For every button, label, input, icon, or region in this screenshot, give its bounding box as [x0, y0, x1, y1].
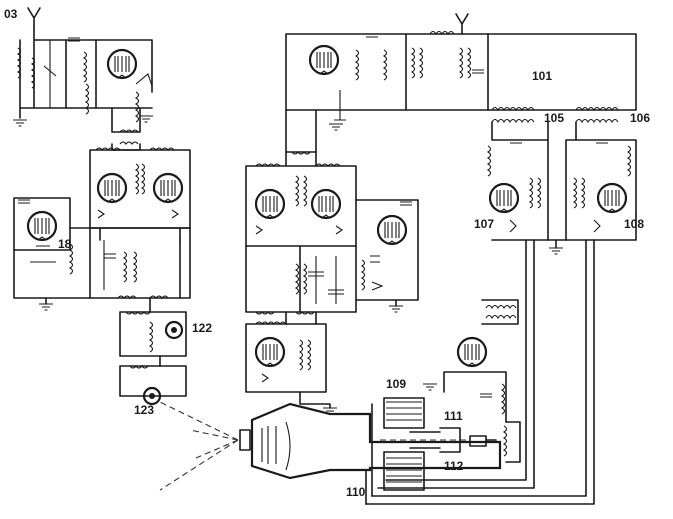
label-108: 108 [624, 217, 645, 231]
generator-122-circuit [119, 311, 187, 357]
generator-123-circuit [119, 365, 187, 406]
deflection-amplifier-107-108 [487, 121, 637, 255]
central-receiver-circuit [285, 13, 489, 155]
left-amplifier-circuit [13, 147, 191, 311]
label-111: 111 [444, 409, 463, 423]
right-lower-circuit [422, 299, 521, 463]
feeder-wires [365, 239, 595, 505]
label-103: 03 [4, 7, 18, 21]
label-105: 105 [544, 111, 565, 125]
interstage-links [149, 151, 317, 367]
label-118: 18 [58, 237, 72, 251]
projection-lens-icon [239, 429, 251, 451]
generator-122-icon [164, 320, 184, 340]
box-101-circuit [487, 33, 637, 124]
label-123: 123 [134, 403, 155, 417]
label-106: 106 [630, 111, 651, 125]
deflection-coil-109-110 [383, 397, 461, 491]
label-101: 101 [532, 69, 553, 83]
central-amplifier-circuit [245, 163, 419, 315]
antenna-main-icon [455, 13, 469, 35]
generator-123-icon [142, 386, 162, 406]
label-109: 109 [386, 377, 407, 391]
label-110: 110 [346, 485, 366, 499]
label-122: 122 [192, 321, 213, 335]
label-112: 112 [444, 459, 464, 473]
lower-center-circuit [245, 321, 338, 415]
antenna-103-icon [27, 7, 41, 29]
label-107: 107 [474, 217, 495, 231]
cathode-ray-tube [159, 401, 502, 491]
receiver-103-circuit [12, 7, 154, 151]
